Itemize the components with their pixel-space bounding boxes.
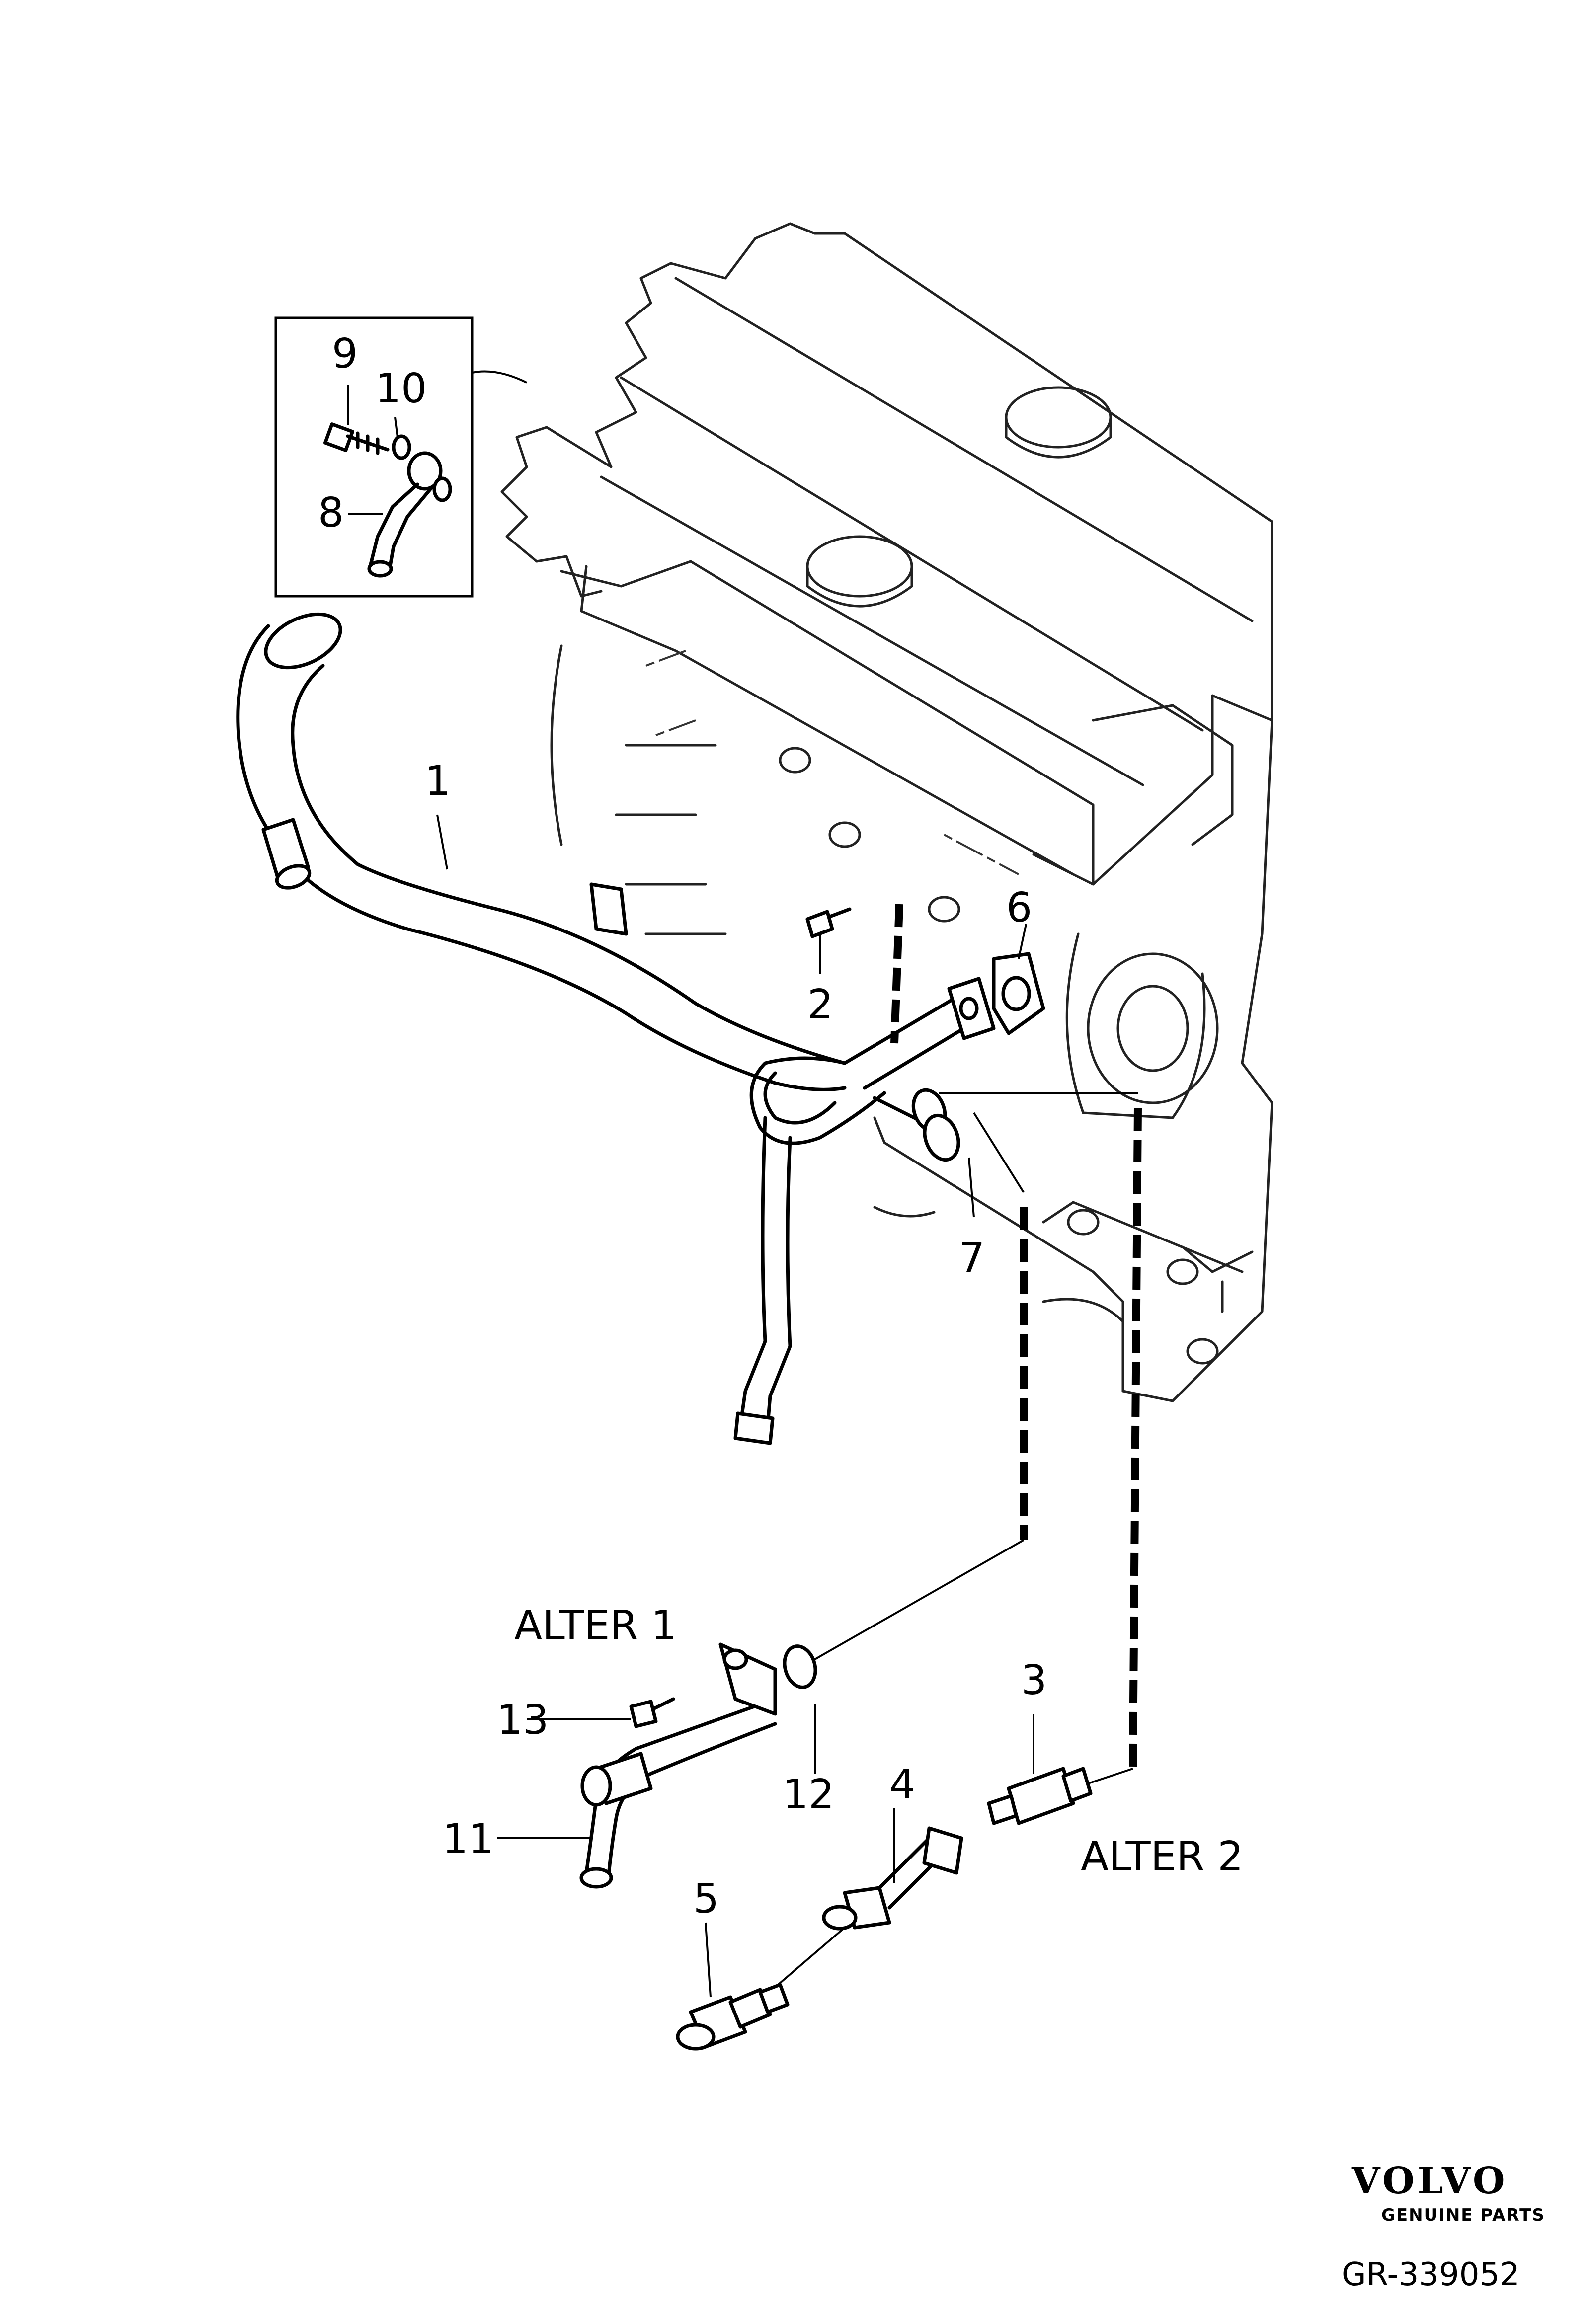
bolt-part xyxy=(805,907,852,938)
callout-12: 12 xyxy=(783,1771,834,1818)
engine-block-drawing xyxy=(500,222,1273,1402)
callout-7: 7 xyxy=(959,1235,985,1282)
callout-4: 4 xyxy=(889,1761,915,1808)
detail-inset xyxy=(274,316,527,598)
alter-2-label: ALTER 2 xyxy=(1081,1833,1244,1880)
volvo-logo: VOLVO xyxy=(1351,2160,1508,2202)
leader-lines xyxy=(436,814,1034,1998)
banjo-bolt-part xyxy=(323,422,390,455)
alternative-2-parts xyxy=(676,1767,1093,2051)
callout-2: 2 xyxy=(807,981,833,1028)
gasket-part xyxy=(992,952,1045,1035)
banjo-pipe-part xyxy=(367,451,443,578)
callout-8: 8 xyxy=(318,489,344,537)
o-ring-part xyxy=(783,1644,817,1689)
callout-13: 13 xyxy=(497,1697,549,1744)
o-ring-part xyxy=(923,1113,960,1162)
alter-1-label: ALTER 1 xyxy=(514,1602,677,1649)
callout-5: 5 xyxy=(693,1875,719,1923)
bolt-part xyxy=(629,1697,675,1728)
callout-10: 10 xyxy=(375,365,427,412)
washer-part xyxy=(392,434,411,460)
callout-3: 3 xyxy=(1021,1657,1047,1704)
callout-9: 9 xyxy=(332,330,358,378)
coolant-pipe-part xyxy=(236,612,996,1445)
callout-1: 1 xyxy=(425,758,451,805)
alternative-guide-lines xyxy=(814,904,1142,1784)
callout-labels: 1 2 3 4 5 6 7 8 9 10 11 12 13 xyxy=(318,330,1047,1923)
brand-block: VOLVO GENUINE PARTS GR-339052 xyxy=(1342,2160,1545,2293)
diagram-reference: GR-339052 xyxy=(1342,2256,1520,2293)
callout-6: 6 xyxy=(1006,884,1032,931)
callout-11: 11 xyxy=(442,1816,494,1863)
alternative-1-parts xyxy=(579,1642,817,1889)
genuine-parts-label: GENUINE PARTS xyxy=(1381,2205,1545,2225)
